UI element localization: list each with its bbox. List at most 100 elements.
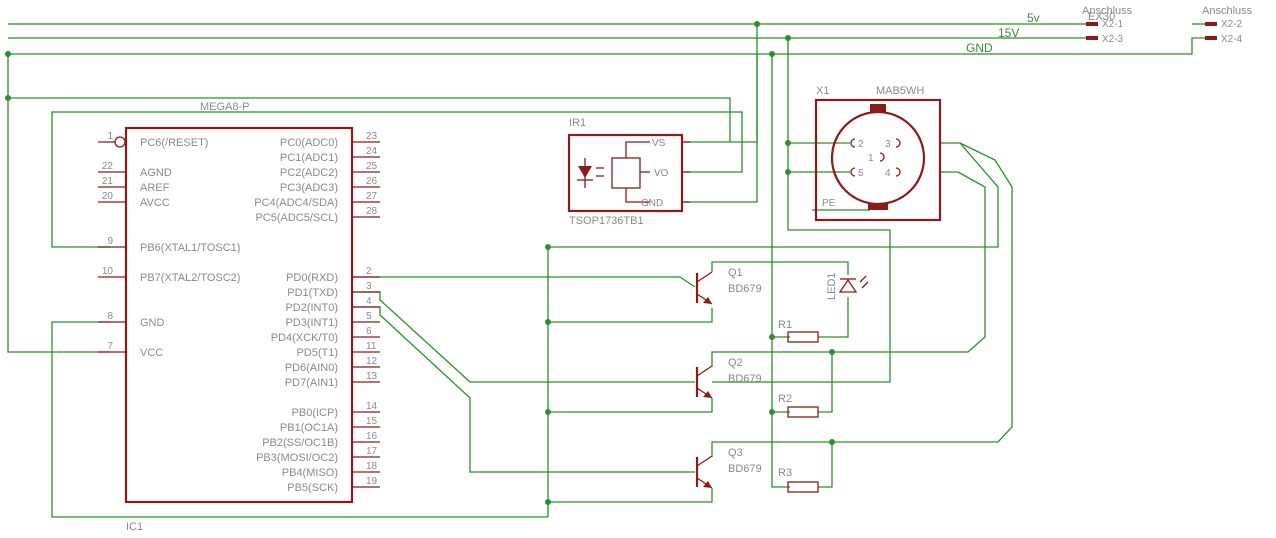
ic1-pin-number: 16 xyxy=(366,431,378,442)
net-label-15v: 15V xyxy=(998,26,1019,40)
connector-x2-right: Anschluss X2-2 X2-4 xyxy=(1202,5,1253,45)
connector-x2-left: Anschluss ЕХЗ0 X2-1 X2-3 xyxy=(1082,5,1133,45)
q1-part: BD679 xyxy=(728,283,762,295)
ic1-pin-number: 2 xyxy=(366,266,372,277)
ic1-pin-label: PB2(SS/OC1B) xyxy=(262,437,338,449)
q3-name: Q3 xyxy=(728,447,743,459)
ic1-type-label: MEGA8-P xyxy=(200,101,250,113)
ic1-pin-number: 1 xyxy=(107,131,113,142)
q1-name: Q1 xyxy=(728,267,743,279)
net-label-5v: 5v xyxy=(1027,11,1040,25)
ic1-pin-label: PD4(XCK/T0) xyxy=(271,332,338,344)
r2-label: R2 xyxy=(778,393,792,405)
x1-pin-1: 1 xyxy=(868,153,874,164)
x1-name-label: X1 xyxy=(816,85,829,97)
ic1-pin-label: PD5(T1) xyxy=(296,347,338,359)
ic1-pin-number: 8 xyxy=(107,311,113,322)
ic1-pin-number: 10 xyxy=(102,266,114,277)
ic1-pin-number: 14 xyxy=(366,401,378,412)
transistor-q1: Q1 BD679 xyxy=(695,267,762,305)
resistor-r3: R3 xyxy=(778,467,819,493)
ir1-body xyxy=(567,133,684,213)
wires xyxy=(7,23,1205,518)
ic1-pin-label: PC3(ADC3) xyxy=(280,182,338,194)
ir1-inner-block xyxy=(611,157,641,189)
ic1-pin-number: 15 xyxy=(366,416,378,427)
pin-x2-3-label: X2-3 xyxy=(1102,34,1124,45)
resistor-r2: R2 xyxy=(778,393,819,418)
ic1-name-label: IC1 xyxy=(126,521,143,533)
net-label-gnd: GND xyxy=(966,41,993,55)
ir1-pin-vo: VO xyxy=(654,168,669,179)
ic1-pin-label: PD1(TXD) xyxy=(287,287,338,299)
ic1-pin-number: 4 xyxy=(366,296,372,307)
ic1-pin-number: 27 xyxy=(366,191,378,202)
x1-pin-2: 2 xyxy=(858,139,864,150)
ic1-reset-bubble xyxy=(114,136,126,148)
x1-pin-5: 5 xyxy=(858,168,864,179)
ic1-pin-label: PC0(ADC0) xyxy=(280,137,338,149)
ic1-left-pins: 1PC6(/RESET)22AGND21AREF20AVCC9PB6(XTAL1… xyxy=(98,131,240,359)
x1-pin-4: 4 xyxy=(885,168,891,179)
ic1-right-pins: 23PC0(ADC0)24PC1(ADC1)25PC2(ADC2)26PC3(A… xyxy=(254,131,380,494)
x1-pe-label: PE xyxy=(822,198,836,209)
connector-title-right: Anschluss xyxy=(1202,5,1253,17)
ic1-pin-label: PD2(INT0) xyxy=(285,302,338,314)
ic1-pin-label: PB6(XTAL1/TOSC1) xyxy=(140,242,240,254)
ic1-pin-label: PD7(AIN1) xyxy=(285,377,338,389)
ic1-pin-number: 28 xyxy=(366,206,378,217)
pin-x2-2-label: X2-2 xyxy=(1221,19,1243,30)
pin-x2-4-label: X2-4 xyxy=(1221,34,1243,45)
led1: LED1 xyxy=(826,272,869,300)
led1-label: LED1 xyxy=(826,272,838,300)
ir1-pin-gnd: GND xyxy=(641,198,663,209)
junctions xyxy=(5,21,835,505)
ic1-pin-label: PC6(/RESET) xyxy=(140,137,208,149)
transistor-q3: Q3 BD679 xyxy=(695,447,762,489)
ic1-pin-number: 19 xyxy=(366,476,378,487)
ic1-pin-number: 5 xyxy=(366,311,372,322)
ic1-pin-number: 13 xyxy=(366,371,378,382)
x1-part-label: MAB5WH xyxy=(876,85,924,97)
ic1-pin-number: 23 xyxy=(366,131,378,142)
ir1-name-label: IR1 xyxy=(569,117,586,129)
ic1-pin-number: 12 xyxy=(366,356,378,367)
ic1-pin-number: 18 xyxy=(366,461,378,472)
ic1-pin-label: PB0(ICP) xyxy=(292,407,338,419)
resistor-r1: R1 xyxy=(778,319,819,343)
ic1-pin-label: VCC xyxy=(140,347,163,359)
ic1-pin-number: 25 xyxy=(366,161,378,172)
q3-part: BD679 xyxy=(728,463,762,475)
ic1-pin-label: PC5(ADC5/SCL) xyxy=(255,212,338,224)
r3-label: R3 xyxy=(778,467,792,479)
ic1-pin-label: PC4(ADC4/SDA) xyxy=(254,197,338,209)
ic1-pin-label: AGND xyxy=(140,167,172,179)
pin-x2-1-label: X2-1 xyxy=(1102,19,1124,30)
x1-din-connector: X1 MAB5WH 2 3 1 5 4 PE xyxy=(814,85,942,222)
r1-label: R1 xyxy=(778,319,792,331)
ic1-pin-number: 9 xyxy=(107,236,113,247)
ic1-pin-label: PB4(MISO) xyxy=(282,467,338,479)
connector-overlap-text: ЕХЗ0 xyxy=(1088,11,1115,23)
transistor-q2: Q2 BD679 xyxy=(695,357,762,399)
ic1-pin-number: 21 xyxy=(102,176,114,187)
ic1-pin-number: 6 xyxy=(366,326,372,337)
x1-socket-ring xyxy=(830,110,926,206)
ic1-pin-number: 3 xyxy=(366,281,372,292)
ic1-microcontroller: MEGA8-P IC1 1PC6(/RESET)22AGND21AREF20AV… xyxy=(98,101,380,533)
ic1-pin-number: 22 xyxy=(102,161,114,172)
ic1-pin-label: PD0(RXD) xyxy=(286,272,338,284)
x1-body xyxy=(814,98,942,222)
ic1-pin-label: GND xyxy=(140,317,165,329)
connector-title-left: Anschluss xyxy=(1082,5,1133,17)
ir1-receiver: IR1 TSOP1736TB1 VS VO GND xyxy=(567,117,690,227)
ic1-pin-label: PC2(ADC2) xyxy=(280,167,338,179)
ic1-pin-label: PB1(OC1A) xyxy=(280,422,338,434)
ic1-pin-number: 11 xyxy=(366,341,377,352)
ic1-pin-label: PD6(AIN0) xyxy=(285,362,338,374)
ic1-pin-number: 24 xyxy=(366,146,378,157)
ic1-pin-label: PD3(INT1) xyxy=(285,317,338,329)
ir1-pin-vs: VS xyxy=(652,138,666,149)
ic1-pin-number: 26 xyxy=(366,176,378,187)
pin-x2-3-pad xyxy=(1086,36,1098,40)
